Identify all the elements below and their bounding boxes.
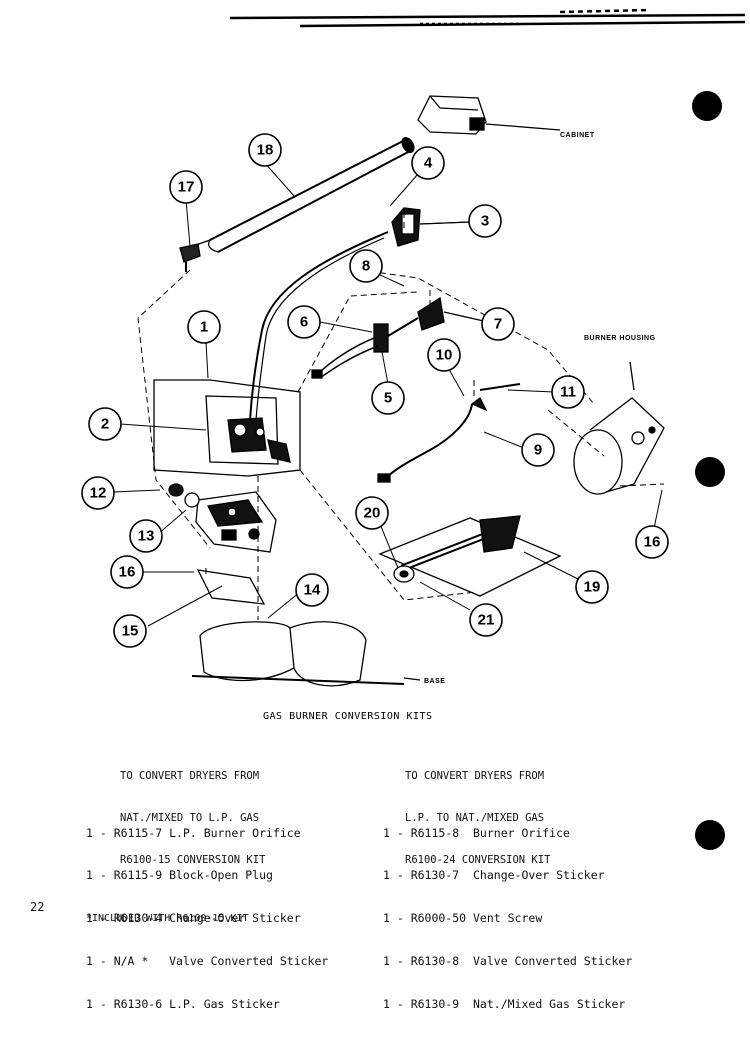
callout-3 xyxy=(468,204,502,238)
svg-text:2: 2 xyxy=(101,416,109,433)
callout-1 xyxy=(187,310,221,344)
kit-right-items: 1 - R6115-8 Burner Orifice 1 - R6130-7 C… xyxy=(383,797,632,1040)
svg-text:8: 8 xyxy=(362,258,370,275)
burner-housing-part xyxy=(573,361,665,495)
callout-12 xyxy=(81,476,115,510)
gas-valve-assembly xyxy=(153,379,301,477)
orifice-12-part xyxy=(168,483,184,497)
callout-16-left xyxy=(110,555,144,589)
svg-text:6: 6 xyxy=(300,314,308,331)
svg-text:10: 10 xyxy=(436,347,453,364)
ignitor-lead-9 xyxy=(377,383,521,483)
callout-17 xyxy=(169,170,203,204)
callout-15 xyxy=(113,614,147,648)
list-item: 1 - R6115-9 Block-Open Plug xyxy=(86,868,273,883)
svg-text:13: 13 xyxy=(138,528,155,545)
cabinet-bracket xyxy=(417,95,561,135)
dryer-base xyxy=(191,621,421,687)
svg-text:9: 9 xyxy=(534,442,542,459)
diagram-caption: GAS BURNER CONVERSION KITS xyxy=(263,711,433,722)
list-item: 1 - N/A * Valve Converted Sticker xyxy=(86,954,329,969)
label-burner-housing: BURNER HOUSING xyxy=(584,335,656,342)
callout-4 xyxy=(411,146,445,180)
svg-text:21: 21 xyxy=(478,612,495,629)
top-scan-edge xyxy=(229,8,746,28)
svg-text:16: 16 xyxy=(644,534,661,551)
list-item: 1 - R6115-7 L.P. Burner Orifice xyxy=(86,825,301,840)
list-item: 1 - R6115-8 Burner Orifice xyxy=(383,825,570,840)
svg-text:16: 16 xyxy=(119,564,136,581)
svg-text:11: 11 xyxy=(560,384,576,401)
kit-right-heading: TO CONVERT DRYERS FROM L.P. TO NAT./MIXE… xyxy=(405,770,551,866)
label-cabinet: CABINET xyxy=(560,132,595,139)
callout-19 xyxy=(575,570,609,604)
parts-diagram-page: CABINET BURNER HOUSING BASE xyxy=(30,8,746,1011)
fitting-17-part xyxy=(179,239,211,272)
burner-tube xyxy=(207,136,415,253)
kit-left-heading: TO CONVERT DRYERS FROM NAT./MIXED TO L.P… xyxy=(120,770,266,866)
svg-text:3: 3 xyxy=(481,213,489,230)
callout-6 xyxy=(287,305,321,339)
callout-18 xyxy=(248,133,282,167)
igniter-wire xyxy=(249,231,389,421)
svg-text:12: 12 xyxy=(90,485,107,502)
sensor-bracket-5 xyxy=(311,317,419,379)
list-item: 1 - R6130-9 Nat./Mixed Gas Sticker xyxy=(383,997,626,1012)
svg-text:5: 5 xyxy=(384,390,392,407)
callout-16-right xyxy=(635,525,669,559)
footnote: *INCLUDED WITH R6100-15 KIT xyxy=(86,913,249,924)
callout-9 xyxy=(521,433,555,467)
svg-text:20: 20 xyxy=(364,505,381,522)
callout-13 xyxy=(129,519,163,553)
callout-5 xyxy=(371,381,405,415)
svg-text:14: 14 xyxy=(304,582,321,599)
svg-text:1: 1 xyxy=(200,319,208,336)
sensor-plate-7 xyxy=(417,296,489,331)
svg-text:18: 18 xyxy=(257,142,274,159)
callout-21 xyxy=(469,603,503,637)
list-item: 1 - R6130-4 Change-Over Sticker xyxy=(86,911,301,926)
exploded-view-drawing: CABINET BURNER HOUSING BASE xyxy=(81,8,746,687)
burner-assembly xyxy=(378,515,562,597)
list-item: 1 - R6130-8 Valve Converted Sticker xyxy=(383,954,633,969)
binder-hole-bottom xyxy=(695,820,725,850)
binder-hole-middle xyxy=(695,457,725,487)
callout-10 xyxy=(427,338,461,372)
label-base: BASE xyxy=(424,678,445,685)
svg-text:19: 19 xyxy=(584,579,601,596)
svg-text:7: 7 xyxy=(494,316,502,333)
callout-14 xyxy=(295,573,329,607)
binder-hole-top xyxy=(692,91,722,121)
callout-2 xyxy=(88,407,122,441)
list-item: 1 - R6000-50 Vent Screw xyxy=(383,911,543,926)
valve-body xyxy=(195,491,277,553)
callout-20 xyxy=(355,496,389,530)
list-item: 1 - R6130-6 L.P. Gas Sticker xyxy=(86,997,280,1012)
callout-11 xyxy=(551,375,585,409)
list-item: 1 - R6130-7 Change-Over Sticker xyxy=(383,868,605,883)
callout-8 xyxy=(349,249,383,283)
plug-13-part xyxy=(184,492,200,508)
sticker-15-part xyxy=(196,569,266,605)
page-number: 22 xyxy=(30,900,45,914)
svg-text:17: 17 xyxy=(178,179,195,196)
svg-text:4: 4 xyxy=(424,155,433,172)
callout-7 xyxy=(481,307,515,341)
svg-text:15: 15 xyxy=(122,623,139,640)
